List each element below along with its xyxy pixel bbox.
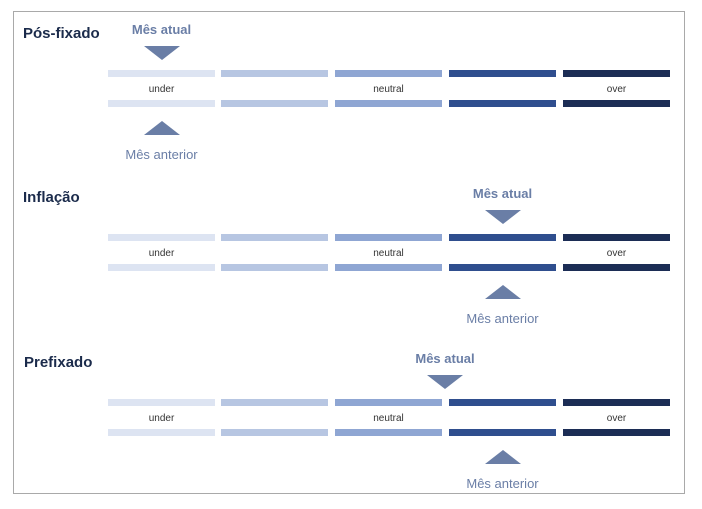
scale-segment-lower-5	[563, 264, 670, 271]
previous-month-arrow-up	[484, 450, 521, 464]
scale-segment-upper-5	[563, 70, 670, 77]
diagram-frame	[13, 11, 685, 494]
scale-segment-upper-4	[449, 234, 556, 241]
scale-segment-upper-2	[221, 234, 328, 241]
scale-segment-upper-1	[108, 234, 215, 241]
scale-segment-upper-2	[221, 70, 328, 77]
scale-label-under: under	[148, 413, 175, 424]
previous-month-arrow-up	[143, 121, 180, 135]
previous-month-label: Mês anterior	[466, 311, 539, 326]
scale-segment-upper-4	[449, 399, 556, 406]
current-month-arrow-down	[484, 210, 521, 224]
scale-segment-lower-2	[221, 264, 328, 271]
section-title: Prefixado	[24, 354, 93, 371]
scale-segment-upper-3	[335, 70, 442, 77]
scale-label-neutral: neutral	[373, 84, 404, 95]
scale-segment-upper-2	[221, 399, 328, 406]
scale-segment-lower-4	[449, 429, 556, 436]
current-month-label: Mês atual	[472, 186, 533, 201]
scale-label-over: over	[606, 248, 627, 259]
scale-segment-lower-1	[108, 264, 215, 271]
scale-label-neutral: neutral	[373, 248, 404, 259]
scale-segment-upper-3	[335, 399, 442, 406]
current-month-label: Mês atual	[415, 351, 475, 366]
previous-month-label: Mês anterior	[466, 476, 539, 491]
scale-label-neutral: neutral	[373, 413, 404, 424]
scale-segment-upper-5	[563, 399, 670, 406]
scale-segment-upper-3	[335, 234, 442, 241]
scale-segment-upper-4	[449, 70, 556, 77]
scale-segment-lower-2	[221, 100, 328, 107]
previous-month-arrow-up	[484, 285, 521, 299]
scale-segment-upper-1	[108, 70, 215, 77]
scale-segment-lower-5	[563, 100, 670, 107]
section-title: Inflação	[23, 189, 80, 206]
scale-segment-lower-5	[563, 429, 670, 436]
scale-label-under: under	[148, 248, 175, 259]
scale-segment-lower-1	[108, 100, 215, 107]
section-title: Pós-fixado	[23, 25, 100, 42]
scale-segment-lower-3	[335, 100, 442, 107]
scale-segment-upper-5	[563, 234, 670, 241]
scale-segment-lower-3	[335, 264, 442, 271]
current-month-label: Mês atual	[131, 22, 192, 37]
scale-segment-lower-1	[108, 429, 215, 436]
scale-label-over: over	[606, 84, 627, 95]
current-month-arrow-down	[427, 375, 463, 389]
scale-segment-lower-2	[221, 429, 328, 436]
previous-month-label: Mês anterior	[125, 147, 198, 162]
scale-segment-upper-1	[108, 399, 215, 406]
scale-label-over: over	[606, 413, 627, 424]
current-month-arrow-down	[143, 46, 180, 60]
scale-label-under: under	[148, 84, 175, 95]
scale-segment-lower-4	[449, 264, 556, 271]
scale-segment-lower-3	[335, 429, 442, 436]
scale-segment-lower-4	[449, 100, 556, 107]
